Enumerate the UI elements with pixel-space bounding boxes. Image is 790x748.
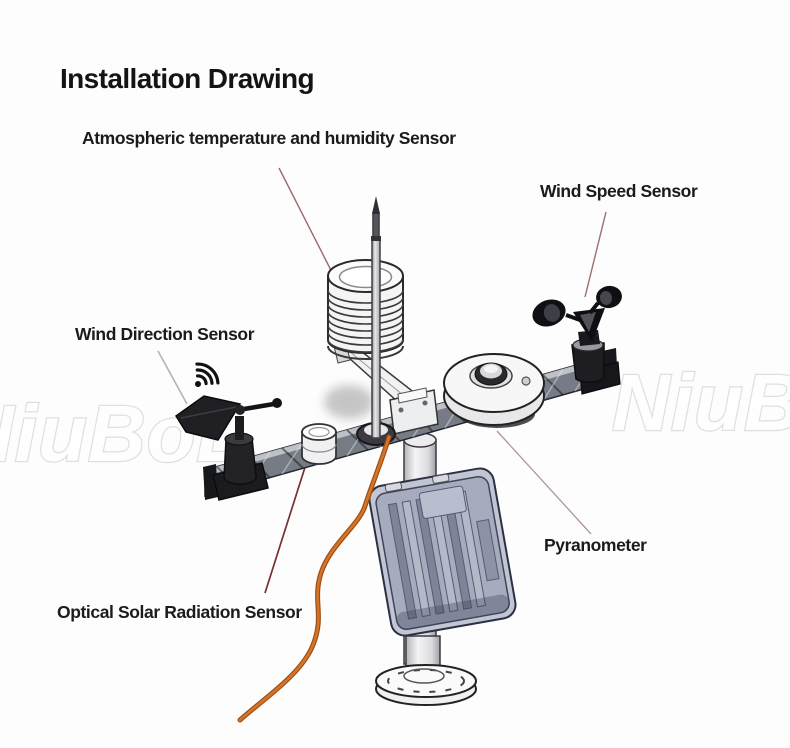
wind-direction-sensor <box>174 395 282 501</box>
label-wind-speed-sensor: Wind Speed Sensor <box>540 181 698 201</box>
label-pyranometer: Pyranometer <box>544 535 647 555</box>
leader-line-optical <box>264 460 308 594</box>
leader-line-pyranometer <box>496 430 592 535</box>
label-optical-solar-radiation-sensor: Optical Solar Radiation Sensor <box>57 602 302 622</box>
bracket-shadow <box>324 385 374 419</box>
arm-mount-bracket <box>389 387 439 435</box>
label-wind-direction-sensor: Wind Direction Sensor <box>75 324 255 344</box>
pyranometer <box>443 353 545 428</box>
sensor-cable <box>237 434 392 723</box>
wifi-signal-icon <box>195 362 220 387</box>
watermark-right: NiuB <box>612 358 790 447</box>
arm-left-cap <box>203 464 218 500</box>
data-logger-box <box>368 467 517 637</box>
label-atmospheric-temp-humidity-sensor: Atmospheric temperature and humidity Sen… <box>82 128 456 148</box>
leader-lines <box>157 167 607 594</box>
radiation-shield <box>327 259 404 360</box>
antenna-rod <box>371 196 381 439</box>
leader-line-wind-direction <box>157 350 188 405</box>
page-title: Installation Drawing <box>60 62 315 94</box>
optical-solar-radiation-sensor <box>301 423 337 465</box>
wind-speed-sensor <box>532 285 622 395</box>
leader-line-wind-speed <box>584 211 607 298</box>
base-flange <box>375 635 477 706</box>
